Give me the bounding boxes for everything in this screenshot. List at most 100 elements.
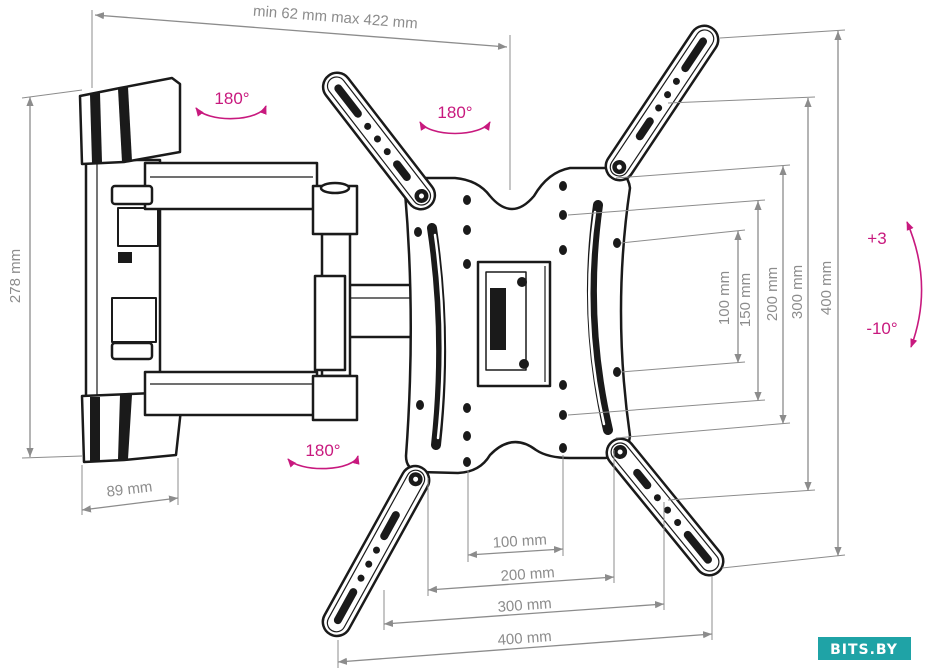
extension-line [567, 399, 766, 416]
wall-plate-hole [118, 252, 132, 263]
wall-plate-bottom-cap-wedge [118, 395, 132, 459]
vesa-arm-slot [635, 117, 654, 141]
extension-range-label: min 62 mm max 422 mm [252, 3, 418, 33]
plate-hole [463, 195, 471, 205]
dimension-vesa-vertical-300: 300 mm [667, 96, 816, 501]
dimension-wall-plate-depth: 89 mm [81, 458, 179, 515]
extension-line [615, 164, 791, 179]
tilt-screw-top [517, 277, 527, 287]
swivel-arc [419, 121, 491, 135]
vesa-arm-pivot-center [616, 164, 622, 170]
plate-hole [559, 380, 567, 390]
vesa-arm-hole [664, 506, 672, 514]
vesa-arm-slot [334, 84, 362, 118]
vesa-arm-hole [664, 91, 672, 99]
tilt-down-label: -10° [866, 319, 897, 338]
wall-plate-slot-lower [111, 297, 157, 343]
vesa-arm-bottom-left [321, 464, 431, 638]
vesa-arm-bevel [326, 469, 426, 633]
tilt-screw-bottom [519, 359, 529, 369]
dimension-line [81, 495, 179, 513]
swivel-wall-label: 180° [214, 89, 249, 108]
swivel-elbow-label: 180° [305, 441, 340, 460]
vesa-arm-slot [380, 511, 400, 541]
plate-hole [414, 227, 422, 237]
tilt-up-label: +3 [867, 229, 886, 248]
extension-line [615, 422, 791, 439]
wall-plate-slot-upper [117, 207, 159, 247]
dimension-line [94, 12, 508, 50]
dimension-vesa-horizontal-100: 100 mm [467, 455, 564, 562]
vesa-horizontal-200-label: 200 mm [500, 564, 555, 585]
dimension-line [383, 601, 665, 627]
dimension-vesa-horizontal-300: 300 mm [383, 502, 665, 630]
extension-line [21, 455, 83, 459]
vesa-horizontal-100-label: 100 mm [492, 531, 547, 551]
plate-hole [559, 443, 567, 453]
lower-elbow-block [311, 374, 359, 422]
vesa-arm-slot [333, 588, 358, 625]
wall-plate-top-cap [78, 76, 182, 166]
vesa-arm-top-right [604, 24, 720, 182]
upper-elbow-cap [319, 181, 351, 195]
vesa-arm-slot [633, 468, 652, 490]
vesa-horizontal-300-label: 300 mm [497, 595, 552, 616]
vesa-arm-hole [674, 518, 682, 526]
right-curved-slot [586, 200, 613, 435]
extension-line [567, 199, 766, 216]
logo-background [818, 637, 911, 660]
dimension-vesa-vertical-150: 150 mm [567, 199, 766, 416]
vesa-horizontal-400-label: 400 mm [497, 628, 552, 649]
left-curved-slot [427, 223, 447, 450]
extension-line [620, 361, 746, 373]
vesa-arm-hole [365, 560, 373, 568]
right-curved-slot-highlight [587, 210, 606, 426]
swivel-arc [287, 455, 360, 470]
swing-arms [110, 161, 440, 422]
dimension-wall-plate-height: 278 mm [7, 89, 83, 459]
logo-text: BITS.BY [830, 642, 898, 658]
plate-hole [416, 400, 424, 410]
vesa-arm-pivot-center [617, 449, 623, 455]
plate-hole [559, 410, 567, 420]
wall-plate-height-label: 278 mm [7, 249, 24, 303]
vesa-arm-top-left [321, 71, 437, 211]
vesa-arm-hole [373, 135, 381, 143]
swivel-indicator-plate: 180° [419, 103, 491, 135]
vesa-vertical-100-label: 100 mm [716, 271, 733, 325]
vesa-vertical-150-label: 150 mm [737, 273, 754, 327]
plate-hole [463, 225, 471, 235]
tilt-mechanism [476, 260, 552, 388]
tilt-bracket [490, 288, 506, 350]
swivel-plate-label: 180° [437, 103, 472, 122]
vesa-arm-pivot-center [419, 193, 425, 199]
dimension-vesa-vertical-400: 400 mm [719, 29, 846, 569]
vesa-arm-bottom-right [605, 437, 725, 577]
upper-wall-pivot [110, 184, 154, 206]
plate-hole [559, 245, 567, 255]
swivel-indicator-wall: 180° [195, 89, 267, 120]
dimension-vesa-horizontal-400: 400 mm [337, 576, 713, 668]
dimension-line [427, 574, 615, 593]
wall-plate-depth-label: 89 mm [106, 478, 154, 500]
vesa-arm-hole [364, 122, 372, 130]
tilt-indicator: +3 -10° [866, 221, 923, 348]
dimension-vesa-vertical-100: 100 mm [620, 229, 746, 373]
vesa-plate [403, 166, 632, 475]
tilt-arc [906, 221, 923, 348]
extension-line [667, 96, 816, 104]
vesa-arm-bevel [326, 76, 432, 206]
vesa-arm-bevel [610, 442, 720, 572]
vesa-arm-hole [357, 574, 365, 582]
vesa-arm-hole [672, 77, 680, 85]
vesa-arm-hole [372, 546, 380, 554]
plate-hole [613, 238, 621, 248]
vesa-vertical-400-label: 400 mm [818, 261, 835, 315]
extension-line [721, 554, 846, 569]
plate-hole [463, 259, 471, 269]
wall-plate-top-cap-shade [90, 93, 102, 163]
vesa-arm-hole [653, 494, 661, 502]
extension-line [21, 89, 83, 99]
wall-plate-bottom-cap-shade [90, 397, 100, 461]
